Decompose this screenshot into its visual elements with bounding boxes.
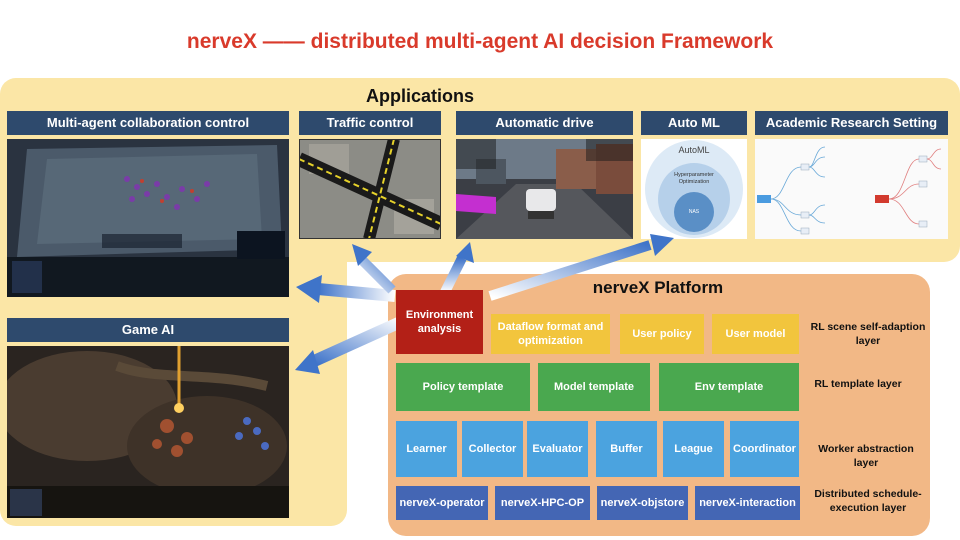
academic-research-mindmap: [755, 139, 948, 239]
applications-title: Applications: [365, 86, 474, 106]
nervex-interaction-box: nerveX-interaction: [695, 486, 800, 520]
layer-label-scene-adaption: RL scene self-adaption layer: [810, 321, 926, 347]
academic-research-header: Academic Research Setting: [755, 111, 948, 135]
env-template-box: Env template: [659, 363, 799, 411]
model-template-box: Model template: [538, 363, 650, 411]
multi-agent-screenshot: [7, 139, 289, 297]
buffer-box: Buffer: [596, 421, 657, 477]
game-ai-screenshot: [7, 346, 289, 518]
arrow-to-automl: [488, 234, 674, 301]
auto-ml-diagram: AutoML Hyperparameter Optimization NAS: [641, 139, 747, 239]
traffic-control-header: Traffic control: [299, 111, 441, 135]
policy-template-box: Policy template: [396, 363, 530, 411]
page-title: nerveX —— distributed multi-agent AI dec…: [186, 30, 774, 53]
layer-label-distributed: Distributed schedule-execution layer: [814, 488, 922, 514]
user-policy-box: User policy: [620, 314, 704, 354]
environment-analysis-box: Environment analysis: [396, 290, 483, 354]
layer-label-template: RL template layer: [814, 378, 902, 390]
automl-middle-label: Hyperparameter Optimization: [674, 172, 714, 185]
platform-title: nerveX Platform: [592, 278, 724, 297]
arrow-to-drive: [440, 242, 474, 295]
dataflow-format-box: Dataflow format and optimization: [491, 314, 610, 354]
automatic-drive-screenshot: [456, 139, 633, 239]
multi-agent-header: Multi-agent collaboration control: [7, 111, 289, 135]
automl-inner-label: NAS: [688, 209, 700, 215]
collector-box: Collector: [462, 421, 523, 477]
layer-label-worker: Worker abstraction layer: [818, 443, 914, 469]
coordinator-box: Coordinator: [730, 421, 799, 477]
game-ai-header: Game AI: [7, 318, 289, 342]
arrow-to-traffic: [352, 244, 396, 294]
evaluator-box: Evaluator: [527, 421, 588, 477]
nervex-objstore-box: nerveX-objstore: [597, 486, 688, 520]
league-box: League: [663, 421, 724, 477]
learner-box: Learner: [396, 421, 457, 477]
nervex-operator-box: nerveX-operator: [396, 486, 488, 520]
traffic-control-screenshot: [299, 139, 441, 239]
nervex-hpc-op-box: nerveX-HPC-OP: [495, 486, 590, 520]
arrow-to-game-ai: [295, 314, 408, 374]
automatic-drive-header: Automatic drive: [456, 111, 633, 135]
automl-outer-label: AutoML: [678, 145, 710, 155]
auto-ml-header: Auto ML: [641, 111, 747, 135]
user-model-box: User model: [712, 314, 799, 354]
arrow-to-multi-agent: [296, 275, 396, 303]
